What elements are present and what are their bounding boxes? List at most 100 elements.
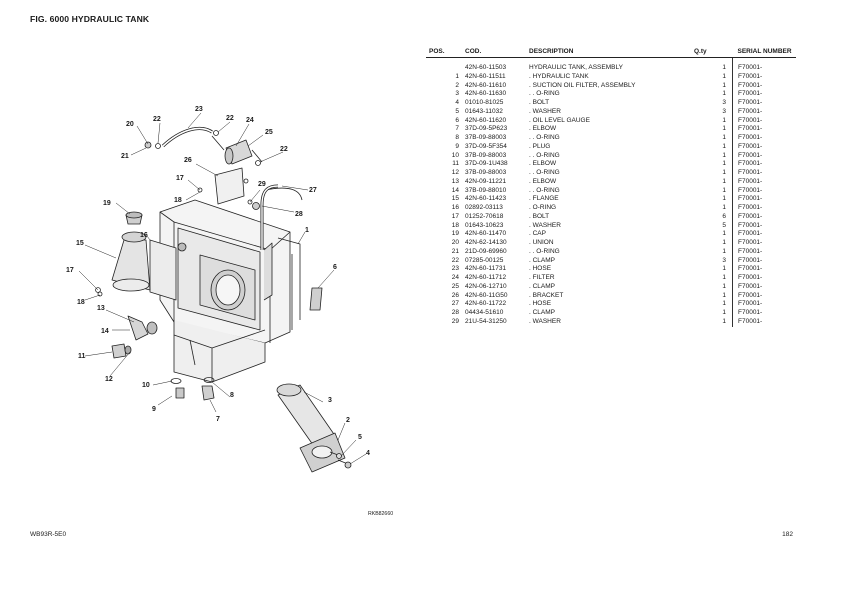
cell-qty: 1 bbox=[722, 142, 726, 150]
cell-code: 04434-51610 bbox=[465, 309, 504, 316]
header-code: COD. bbox=[465, 45, 529, 58]
cell-pos: 19 bbox=[451, 230, 459, 238]
cell-serial: F70001- bbox=[732, 151, 796, 161]
cell-description: . CAP bbox=[529, 230, 546, 238]
callout-9: 9 bbox=[152, 406, 156, 413]
cell-code: 42N-60-11511 bbox=[465, 72, 506, 80]
cell-code: 01643-10623 bbox=[465, 221, 504, 229]
cell-code: 42N-06-12710 bbox=[465, 282, 507, 290]
cell-code: 37B-09-88003 bbox=[465, 169, 507, 176]
filler-flange bbox=[111, 211, 151, 292]
callout-29: 29 bbox=[258, 181, 266, 188]
cell-pos: 12 bbox=[451, 169, 459, 176]
callout-13: 13 bbox=[97, 305, 105, 312]
hydraulic-tank-exploded-diagram: 1 2 3 4 5 6 7 8 9 10 11 12 13 14 15 16 1… bbox=[66, 106, 370, 473]
oil-level-gauge bbox=[309, 287, 323, 311]
cell-pos: 17 bbox=[451, 212, 459, 220]
header-description: DESCRIPTION bbox=[529, 45, 694, 58]
cell-qty: 1 bbox=[722, 90, 726, 98]
callout-10: 10 bbox=[142, 382, 150, 389]
cell-description: . . O-RING bbox=[529, 169, 560, 176]
cell-serial: F70001- bbox=[732, 160, 796, 169]
cell-serial: F70001- bbox=[732, 239, 796, 248]
cell-serial: F70001- bbox=[732, 81, 796, 91]
cell-code: 37B-09-88003 bbox=[465, 151, 507, 159]
cell-pos: 28 bbox=[451, 309, 459, 316]
callout-3: 3 bbox=[328, 397, 332, 404]
cell-code: 01643-11032 bbox=[465, 107, 503, 115]
header-serial: SERIAL NUMBER bbox=[732, 45, 796, 58]
cell-serial: F70001- bbox=[732, 282, 796, 292]
cell-description: . ELBOW bbox=[529, 125, 557, 133]
cell-serial: F70001- bbox=[732, 309, 796, 318]
cell-description: . FILTER bbox=[529, 274, 555, 281]
cell-pos: 20 bbox=[451, 239, 459, 246]
cell-serial: F70001- bbox=[732, 99, 796, 108]
footer-model: WB93R-5E0 bbox=[30, 531, 67, 538]
cell-code: 01010-81025 bbox=[465, 99, 504, 106]
cell-qty: 1 bbox=[722, 317, 726, 325]
cell-qty: 5 bbox=[722, 221, 726, 229]
cell-pos: 26 bbox=[451, 291, 459, 299]
cell-pos: 29 bbox=[451, 317, 459, 325]
page-number: 182 bbox=[782, 531, 793, 538]
cell-serial: F70001- bbox=[732, 317, 796, 327]
cell-code: 37D-09-5F354 bbox=[465, 142, 507, 150]
cell-qty: 1 bbox=[722, 265, 726, 273]
callout-26: 26 bbox=[184, 157, 192, 164]
callout-1: 1 bbox=[305, 227, 309, 234]
cell-qty: 1 bbox=[722, 160, 726, 168]
cell-pos: 27 bbox=[451, 300, 459, 308]
cell-description: . OIL LEVEL GAUGE bbox=[529, 116, 590, 124]
cell-pos: 15 bbox=[451, 195, 459, 203]
cell-code: 42N-60-11620 bbox=[465, 116, 507, 124]
callout-28: 28 bbox=[295, 211, 303, 218]
cell-description: . UNION bbox=[529, 239, 554, 246]
cell-qty: 1 bbox=[722, 72, 726, 80]
cell-description: . PLUG bbox=[529, 142, 551, 150]
cell-code: 42N-60-11470 bbox=[465, 230, 507, 238]
cell-code: 42N-62-14130 bbox=[465, 239, 507, 246]
table-header-row: POS. COD. DESCRIPTION Q.ty SERIAL NUMBER bbox=[426, 45, 796, 58]
callout-17b: 17 bbox=[176, 175, 184, 182]
cell-description: . FLANGE bbox=[529, 195, 559, 203]
cell-code: 42N-09-11221 bbox=[465, 177, 507, 185]
cell-pos: 9 bbox=[455, 142, 459, 150]
cell-code: 42N-60-11610 bbox=[465, 81, 507, 89]
callout-15: 15 bbox=[76, 240, 84, 247]
callout-6: 6 bbox=[333, 264, 337, 271]
figure-code: RKB82660 bbox=[368, 511, 394, 517]
cell-qty: 1 bbox=[722, 300, 726, 308]
cell-serial: F70001- bbox=[732, 90, 796, 99]
cell-qty: 1 bbox=[722, 151, 726, 159]
cell-pos: 23 bbox=[451, 265, 459, 273]
cell-description: . CLAMP bbox=[529, 282, 556, 290]
cell-pos: 25 bbox=[451, 282, 459, 290]
cell-description: . BOLT bbox=[529, 99, 550, 106]
cell-description: . WASHER bbox=[529, 317, 561, 325]
cell-code: 37B-09-88010 bbox=[465, 186, 507, 194]
cell-code: 42N-60-11731 bbox=[465, 265, 507, 273]
cell-description: . WASHER bbox=[529, 107, 561, 115]
cell-qty: 1 bbox=[722, 186, 726, 194]
cell-pos: 7 bbox=[455, 125, 459, 133]
cell-code: 42N-60-11722 bbox=[465, 300, 507, 308]
cell-pos: 13 bbox=[451, 177, 459, 185]
callout-18b: 18 bbox=[174, 197, 182, 204]
